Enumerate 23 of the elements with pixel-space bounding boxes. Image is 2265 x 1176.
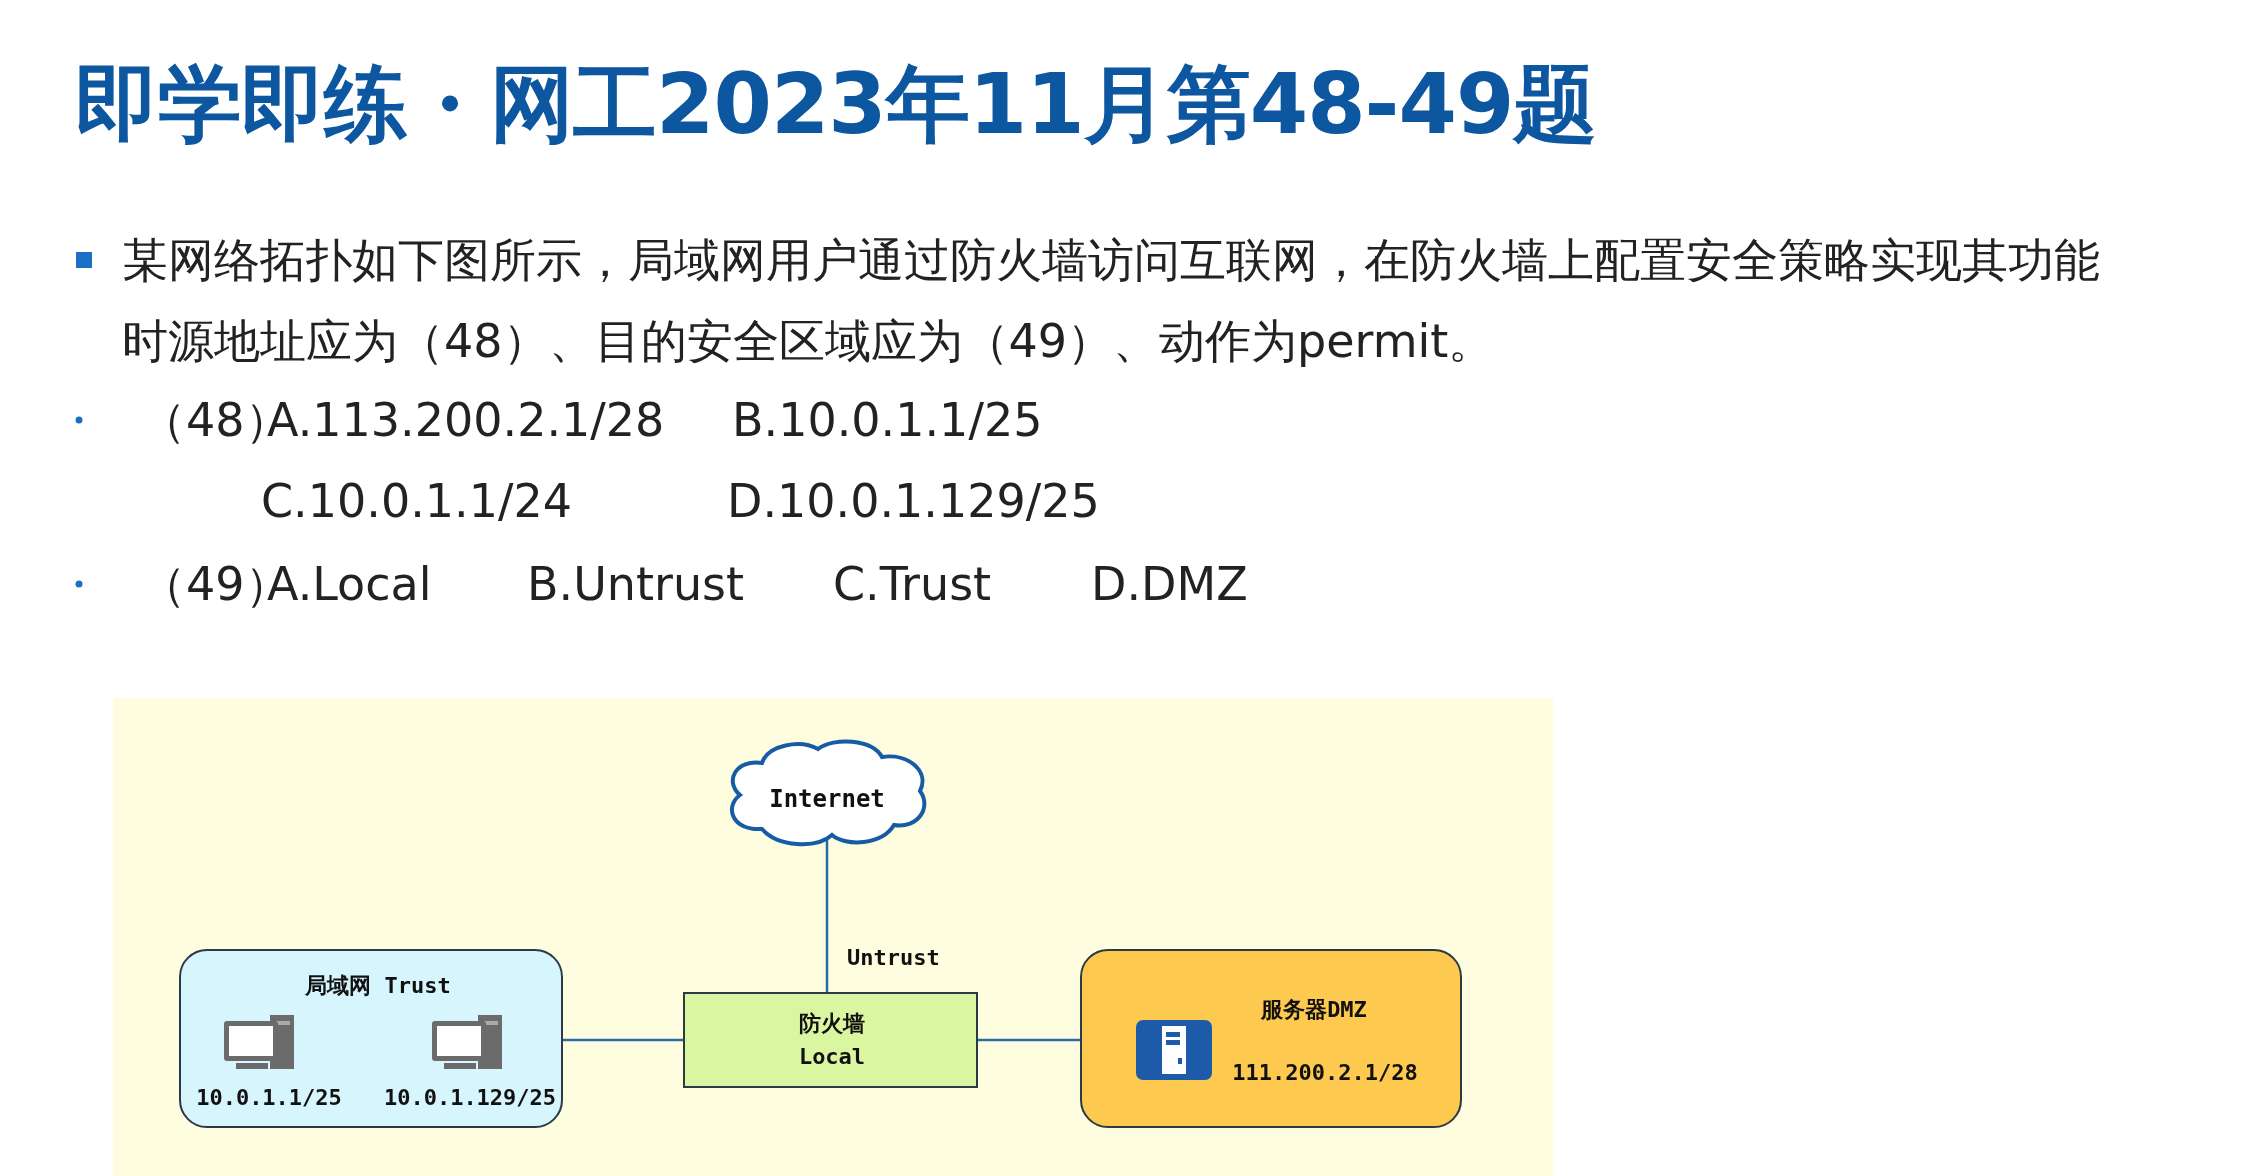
answer-option: D.DMZ xyxy=(1091,544,1248,625)
node-label: 局域网 Trust xyxy=(305,972,451,1000)
answer-option: B.Untrust xyxy=(527,544,745,625)
firewall-box xyxy=(683,992,978,1088)
node-label: 10.0.1.1/25 xyxy=(196,1084,342,1110)
connector-line xyxy=(563,1038,683,1042)
node-label: Internet xyxy=(769,785,885,813)
node-label: 服务器DMZ xyxy=(1261,996,1367,1024)
answer-option: C.Trust xyxy=(833,544,992,625)
answer-option: C.10.0.1.1/24 xyxy=(261,461,572,542)
title: 即学即练・网工2023年11月第48-49题 xyxy=(75,54,1597,155)
connector-line xyxy=(978,1038,1080,1042)
zone-box xyxy=(179,949,563,1128)
answer-option: B.10.0.1.1/25 xyxy=(732,380,1043,461)
zone-box xyxy=(1080,949,1462,1128)
node-label: 10.0.1.129/25 xyxy=(383,1084,557,1110)
question-text: 某网络拓扑如下图所示，局域网用户通过防火墙访问互联网，在防火墙上配置安全策略实现其功能时源地址应为（48）、目的安全区域应为（49）、动作为permit。 xyxy=(122,232,2101,370)
node-label: 防火墙 xyxy=(799,1010,865,1038)
node-label: Local xyxy=(798,1043,866,1069)
answer-option: D.10.0.1.129/25 xyxy=(727,461,1100,542)
answer-option: A.Local xyxy=(267,544,432,625)
answer-option: A.113.200.2.1/28 xyxy=(267,380,665,461)
node-label: 111.200.2.1/28 xyxy=(1232,1059,1418,1085)
